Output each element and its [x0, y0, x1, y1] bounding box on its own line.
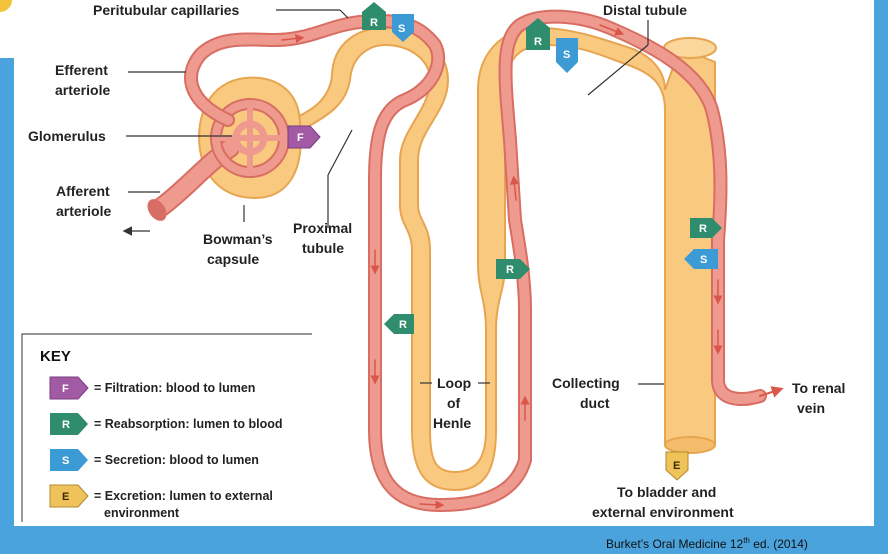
- label-loop-of-henle-2: of: [447, 395, 461, 411]
- svg-text:F: F: [297, 132, 304, 144]
- key-panel: KEY F = Filtration: blood to lumen R = R…: [21, 333, 312, 522]
- key-item-filtration: F = Filtration: blood to lumen: [49, 376, 255, 400]
- label-proximal-tubule-1: Proximal: [293, 220, 352, 236]
- key-swatch-filtration: [49, 376, 89, 400]
- key-swatch-excretion: [49, 484, 89, 508]
- label-collecting-duct-1: Collecting: [552, 375, 620, 391]
- label-proximal-tubule-2: tubule: [302, 240, 344, 256]
- key-swatch-secretion: [50, 449, 88, 471]
- label-afferent-arteriole-2: arteriole: [56, 203, 111, 219]
- key-swatch-reabsorption: [50, 413, 88, 435]
- vessels: [147, 9, 784, 513]
- corner-panel: [0, 0, 14, 58]
- label-distal-tubule: Distal tubule: [603, 2, 687, 18]
- svg-text:= Secretion: blood to lumen: = Secretion: blood to lumen: [94, 453, 259, 467]
- badge-reabsorption-proximal: R: [362, 2, 386, 30]
- badge-secretion-distal: S: [556, 38, 578, 73]
- label-renal-vein-2: vein: [797, 400, 825, 416]
- badge-reabsorption-distal: R: [526, 18, 550, 50]
- label-bladder-2: external environment: [592, 504, 734, 520]
- svg-text:E: E: [62, 491, 69, 503]
- label-glomerulus: Glomerulus: [28, 128, 106, 144]
- svg-text:R: R: [699, 223, 707, 235]
- label-bladder-1: To bladder and: [617, 484, 716, 500]
- svg-text:E: E: [673, 460, 680, 472]
- label-peritubular-capillaries: Peritubular capillaries: [93, 2, 239, 18]
- key-item-excretion: E = Excretion: lumen to external environ…: [49, 484, 273, 520]
- svg-text:R: R: [534, 36, 542, 48]
- svg-text:environment: environment: [104, 506, 180, 520]
- svg-text:S: S: [700, 254, 707, 266]
- svg-text:= Filtration: blood to lumen: = Filtration: blood to lumen: [94, 381, 255, 395]
- label-renal-vein-1: To renal: [792, 380, 845, 396]
- badge-filtration: F: [287, 125, 321, 149]
- svg-text:R: R: [370, 17, 378, 29]
- label-loop-of-henle-3: Henle: [433, 415, 471, 431]
- leader-lines: [122, 9, 664, 385]
- badge-reabsorption-loop-descending: R: [384, 314, 414, 334]
- key-item-reabsorption: R = Reabsorption: lumen to blood: [50, 413, 283, 435]
- renal-vein-arrow: [759, 386, 784, 398]
- key-title: KEY: [40, 348, 71, 365]
- badge-reabsorption-loop-ascending: R: [496, 259, 530, 279]
- svg-text:R: R: [506, 264, 514, 276]
- label-bowmans-capsule-2: capsule: [207, 251, 259, 267]
- label-loop-of-henle-1: Loop: [437, 375, 471, 391]
- label-efferent-arteriole-1: Efferent: [55, 62, 108, 78]
- key-item-secretion: S = Secretion: blood to lumen: [50, 449, 259, 471]
- label-efferent-arteriole-2: arteriole: [55, 82, 110, 98]
- glomerulus: [210, 98, 290, 178]
- label-collecting-duct-2: duct: [580, 395, 610, 411]
- badge-secretion-collecting: S: [684, 249, 718, 269]
- svg-text:= Excretion: lumen to external: = Excretion: lumen to external: [94, 489, 273, 503]
- source-credit: Burket’s Oral Medicine 12th ed. (2014): [606, 536, 808, 551]
- svg-text:S: S: [62, 455, 69, 467]
- badge-excretion: E: [665, 451, 689, 481]
- svg-text:S: S: [563, 49, 570, 61]
- afferent-opening: [147, 199, 167, 221]
- svg-text:= Reabsorption: lumen to blood: = Reabsorption: lumen to blood: [94, 417, 283, 431]
- collecting-duct-bottom: [664, 436, 716, 454]
- svg-text:R: R: [399, 319, 407, 331]
- svg-text:R: R: [62, 419, 70, 431]
- label-bowmans-capsule-1: Bowman’s: [203, 231, 273, 247]
- label-afferent-arteriole-1: Afferent: [56, 183, 110, 199]
- badge-secretion-proximal: S: [392, 14, 414, 42]
- svg-text:S: S: [398, 23, 405, 35]
- svg-text:F: F: [62, 383, 69, 395]
- flow-arrows: [281, 24, 723, 510]
- badge-reabsorption-collecting: R: [690, 218, 722, 238]
